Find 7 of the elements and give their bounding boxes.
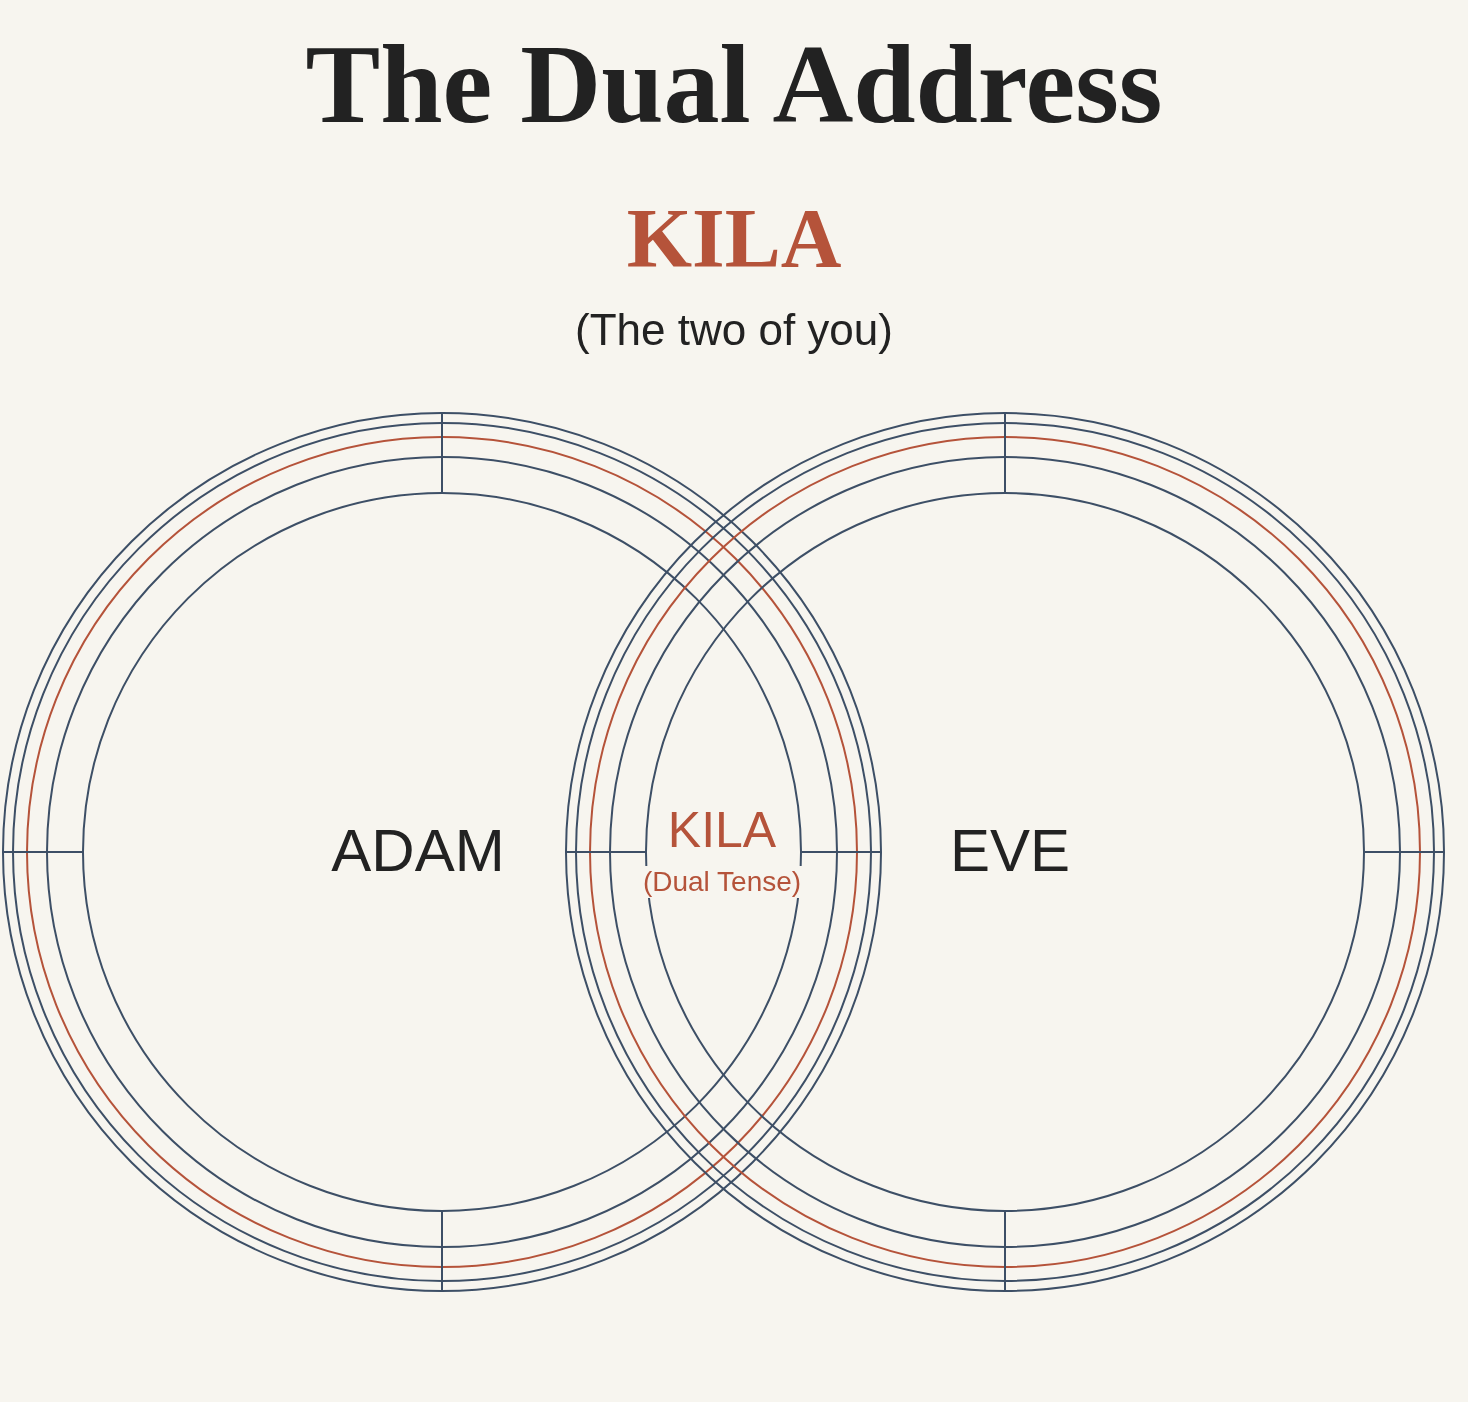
- venn-circle: [2, 412, 882, 1292]
- heading-label: KILA: [626, 191, 842, 287]
- venn-circle: [565, 412, 1445, 1292]
- circle-label: EVE: [949, 815, 1071, 885]
- subtitle-label: (The two of you): [575, 305, 893, 355]
- title: The Dual Address: [305, 21, 1163, 148]
- circle-label: ADAM: [331, 815, 505, 885]
